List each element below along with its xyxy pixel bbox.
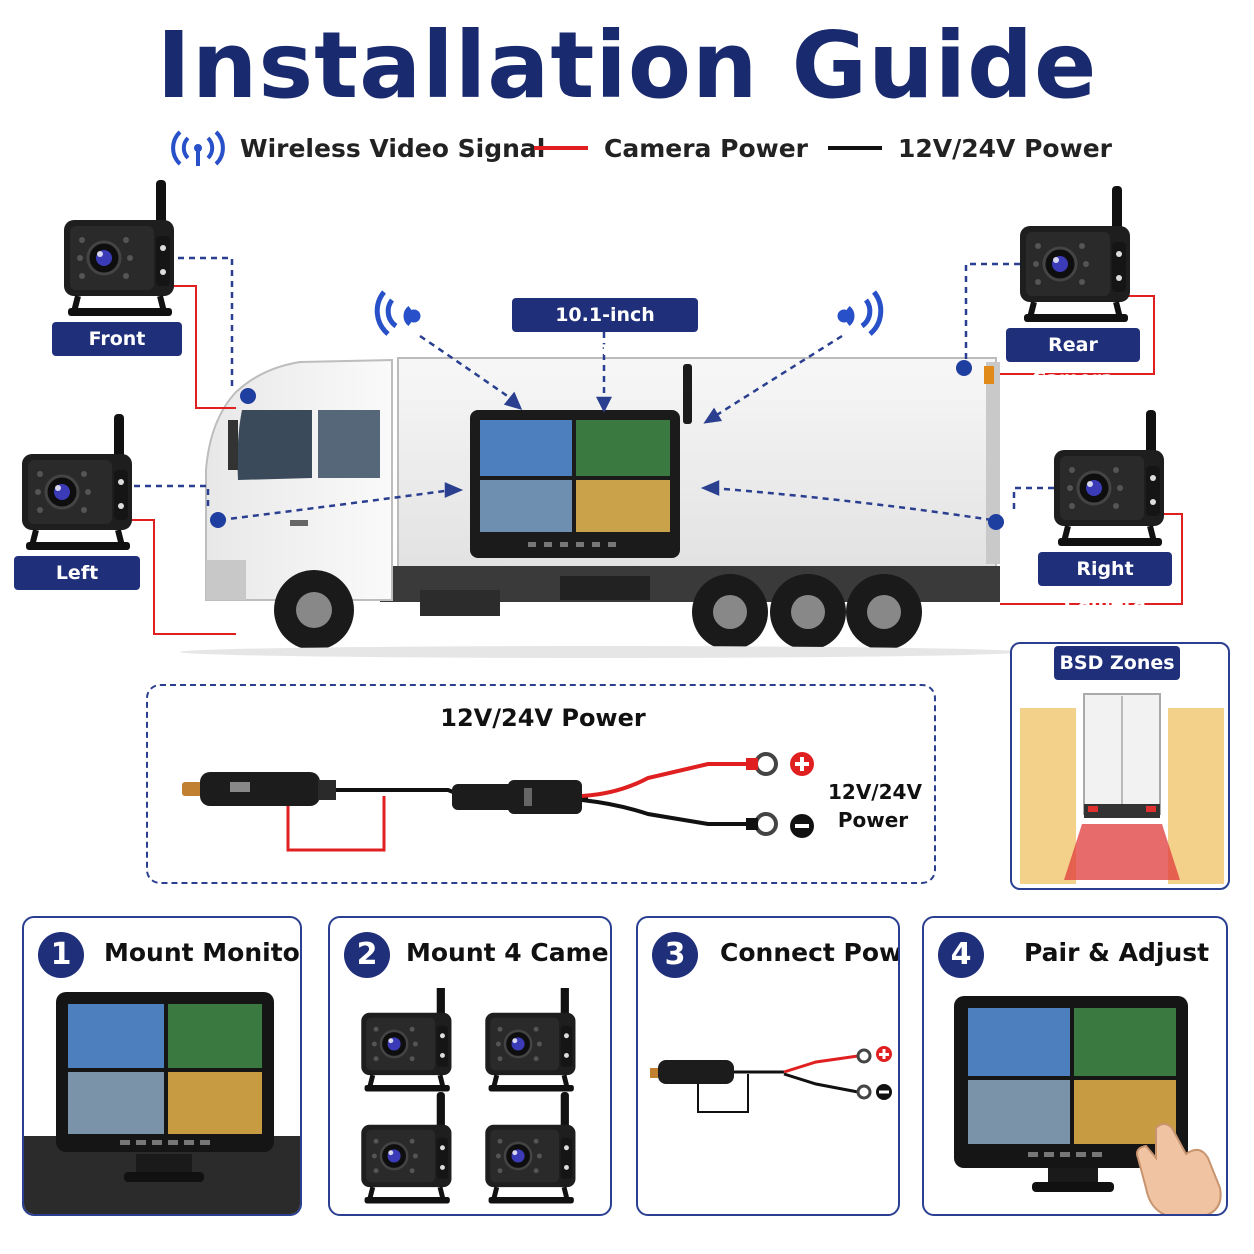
power-panel-title: 12V/24V Power — [440, 704, 646, 732]
marker-light — [984, 366, 994, 384]
power-terminal-label: 12V/24V Power — [828, 778, 922, 834]
right-camera — [1054, 410, 1164, 546]
power-panel: 12V/24V Power 12V/24V — [146, 684, 936, 884]
door-window — [318, 410, 380, 478]
cigarette-plug — [182, 772, 336, 806]
legend-vehicle-power: 12V/24V Power — [828, 128, 1112, 168]
front-camera-label: Front Camera — [52, 322, 182, 384]
step-4-panel: 4 Pair & Adjust — [922, 916, 1228, 1216]
page-title: Installation Guide — [156, 12, 1098, 119]
truck — [180, 357, 1020, 658]
step-1-title: Mount Monitor — [104, 938, 302, 967]
wifi-signal-icon — [374, 290, 421, 336]
legend-camera-power: Camera Power — [534, 128, 808, 168]
step-4-number: 4 — [938, 932, 984, 978]
mount-points — [210, 360, 1004, 530]
step-2-number: 2 — [344, 932, 390, 978]
step-4-monitor-illustration — [954, 996, 1222, 1214]
wifi-signal-icon — [171, 130, 225, 166]
plus-icon — [790, 752, 814, 776]
hand-pointer-icon — [1136, 1123, 1222, 1214]
step-3-number: 3 — [652, 932, 698, 978]
fuel-tank — [560, 576, 650, 600]
power-terminal-line2: Power — [837, 808, 909, 832]
side-box — [420, 590, 500, 616]
cab-window — [237, 410, 312, 480]
step-3-power-illustration — [650, 1046, 892, 1113]
power-cable-drawing — [182, 752, 814, 852]
step-4-title: Pair & Adjust — [1024, 938, 1210, 967]
wheels — [274, 570, 922, 650]
cargo-box — [397, 357, 997, 569]
red-line-swatch — [534, 146, 588, 150]
right-camera-label: Right Camera — [1038, 552, 1172, 614]
cab — [205, 358, 393, 601]
side-mirror — [228, 420, 238, 470]
bsd-zones-panel: BSD Zones — [1010, 642, 1230, 890]
step-3-panel: 3 Connect Power — [636, 916, 900, 1216]
legend-wireless: Wireless Video Signal — [170, 128, 545, 168]
ground-shadow — [180, 646, 1020, 658]
monitor-antenna — [683, 364, 692, 424]
bsd-zones-drawing — [1020, 693, 1224, 884]
left-camera-label: Left Camera — [14, 556, 140, 618]
legend-camera-power-label: Camera Power — [604, 133, 809, 163]
wifi-signal-icon — [837, 290, 884, 336]
step-3-title: Connect Power — [720, 938, 900, 967]
plus-icon — [876, 1046, 892, 1062]
step-1-number: 1 — [38, 932, 84, 978]
black-line-swatch — [828, 146, 882, 150]
chassis — [380, 566, 1000, 602]
bumper — [206, 560, 246, 600]
legend-wireless-label: Wireless Video Signal — [240, 133, 546, 163]
power-terminal-line1: 12V/24V — [828, 780, 922, 804]
step-2-panel: 2 Mount 4 Cameras — [328, 916, 612, 1216]
monitor-label: 10.1-inch Monitor — [512, 298, 698, 360]
truck-monitor — [470, 364, 692, 558]
left-camera — [22, 414, 132, 550]
legend-vehicle-power-label: 12V/24V Power — [898, 133, 1112, 163]
step-1-monitor-illustration — [24, 992, 300, 1214]
cargo-door-edge — [986, 362, 1000, 564]
door-handle — [290, 520, 308, 526]
step-1-panel: 1 Mount Monitor — [22, 916, 302, 1216]
step-2-cameras-illustration — [361, 988, 576, 1204]
minus-icon — [790, 814, 814, 838]
minus-icon — [876, 1084, 892, 1100]
front-camera — [64, 180, 174, 316]
step-2-title: Mount 4 Cameras — [406, 938, 610, 967]
signal-arrowheads — [444, 391, 723, 498]
rear-camera — [1020, 186, 1130, 322]
rear-camera-label: Rear Camera — [1006, 328, 1140, 390]
bsd-zones-label: BSD Zones — [1054, 646, 1180, 680]
